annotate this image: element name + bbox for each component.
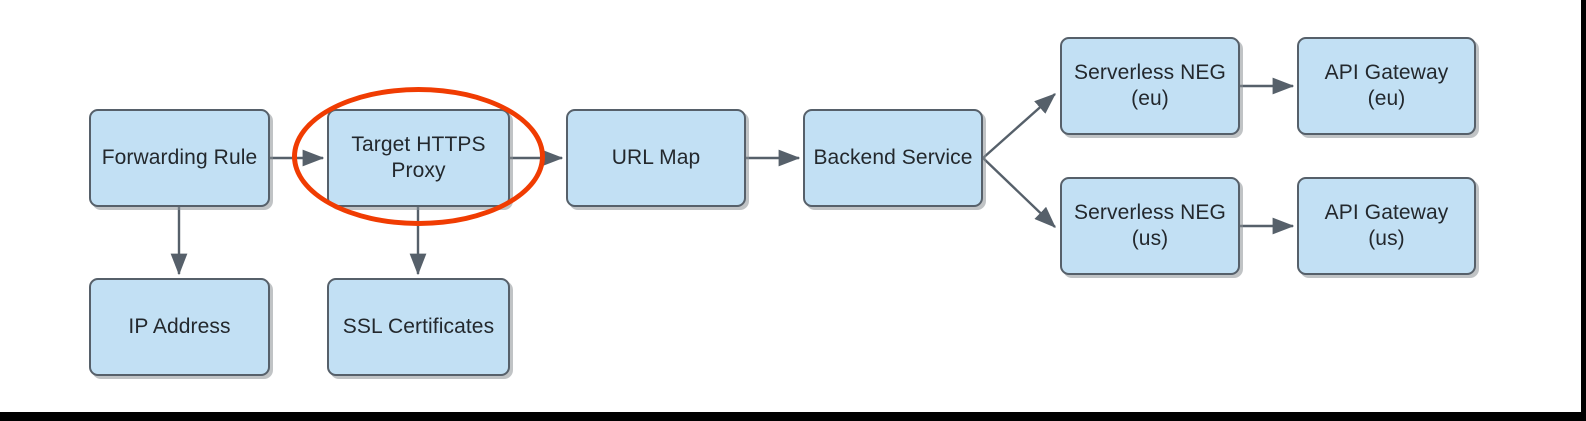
node-serverless-neg-eu[interactable]: Serverless NEG (eu): [1060, 37, 1240, 135]
node-api-gateway-us-label: API Gateway (us): [1324, 200, 1449, 250]
page-frame-right-edge: [1581, 0, 1586, 421]
node-backend-service[interactable]: Backend Service: [803, 109, 983, 207]
node-api-gateway-eu[interactable]: API Gateway (eu): [1297, 37, 1476, 135]
node-ip-address-label: IP Address: [128, 314, 231, 338]
node-target-https-proxy-label: Target HTTPS Proxy: [351, 132, 486, 182]
node-api-gateway-us[interactable]: API Gateway (us): [1297, 177, 1476, 275]
node-ssl-certificates-label: SSL Certificates: [342, 314, 495, 338]
node-url-map[interactable]: URL Map: [566, 109, 746, 207]
node-url-map-label: URL Map: [611, 145, 701, 169]
edge-backend-service-to-serverless-neg-eu: [982, 93, 1056, 159]
node-ip-address[interactable]: IP Address: [89, 278, 270, 376]
node-target-https-proxy[interactable]: Target HTTPS Proxy: [327, 109, 510, 207]
node-api-gateway-eu-label: API Gateway (eu): [1324, 60, 1449, 110]
node-serverless-neg-us-label: Serverless NEG (us): [1074, 200, 1226, 250]
node-serverless-neg-eu-label: Serverless NEG (eu): [1074, 60, 1226, 110]
page-frame-bottom-edge: [0, 412, 1586, 421]
node-forwarding-rule[interactable]: Forwarding Rule: [89, 109, 270, 207]
node-ssl-certificates[interactable]: SSL Certificates: [327, 278, 510, 376]
node-forwarding-rule-label: Forwarding Rule: [101, 145, 258, 169]
node-backend-service-label: Backend Service: [813, 145, 973, 169]
edge-backend-service-to-serverless-neg-us: [982, 157, 1056, 228]
node-serverless-neg-us[interactable]: Serverless NEG (us): [1060, 177, 1240, 275]
